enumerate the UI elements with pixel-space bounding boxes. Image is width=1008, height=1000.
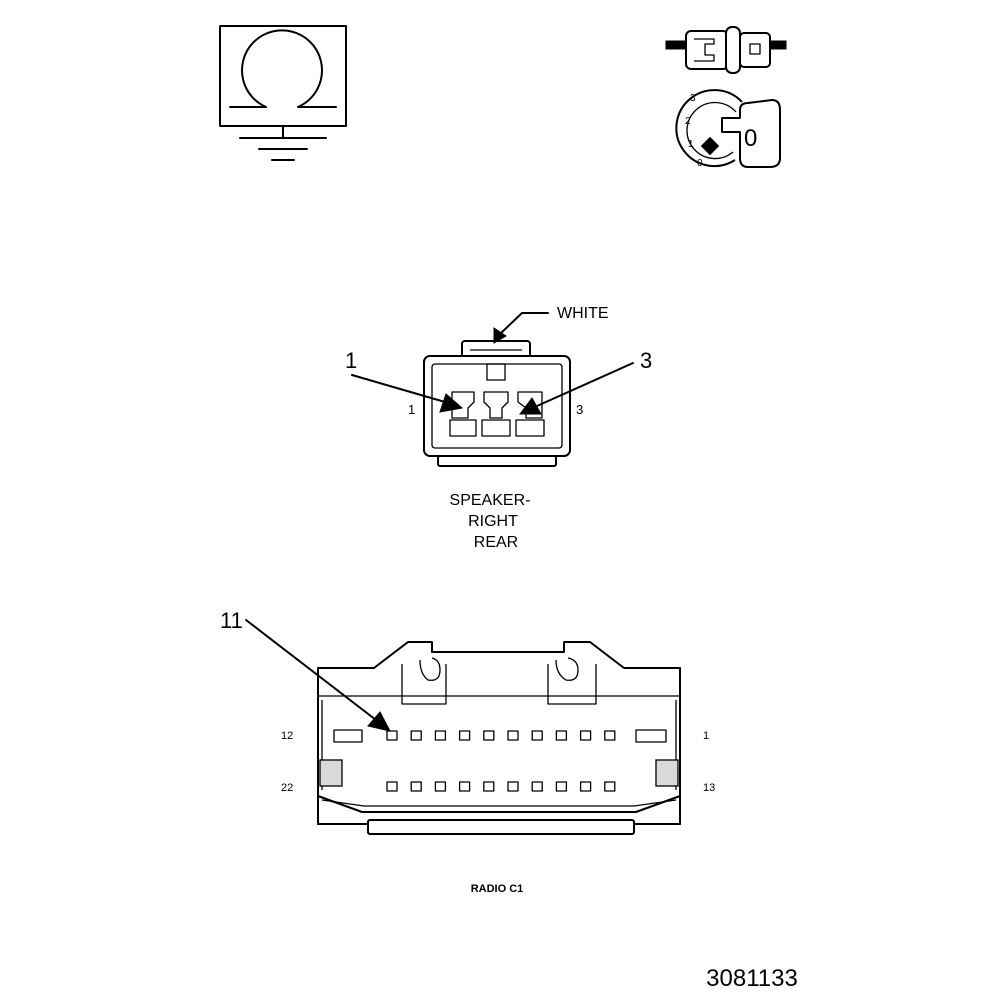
radio-pin-cavity bbox=[579, 730, 592, 741]
callout-1: 1 bbox=[345, 348, 464, 413]
callout-3: 3 bbox=[519, 348, 652, 415]
radio-pin-cavity bbox=[458, 781, 471, 792]
speaker-caption-line-3: REAR bbox=[474, 534, 518, 551]
ignition-key-label: 0 bbox=[744, 125, 757, 152]
ignition-position-3: 3 bbox=[690, 93, 696, 104]
radio-pin-cavity bbox=[604, 730, 616, 741]
speaker-connector: 1 3 bbox=[408, 340, 583, 467]
speaker-pin-1-label: 1 bbox=[408, 402, 415, 417]
radio-pin-cavity bbox=[531, 781, 543, 792]
ignition-position-0: 0 bbox=[697, 158, 703, 169]
speaker-caption-line-2: RIGHT bbox=[468, 513, 518, 530]
radio-pin-cavity bbox=[507, 730, 519, 741]
radio-pin-cavity bbox=[410, 730, 422, 741]
radio-pin-cavity bbox=[507, 781, 519, 792]
radio-pin-cavity bbox=[483, 781, 495, 792]
radio-pin-row-bottom bbox=[386, 781, 616, 792]
callout-3-label: 3 bbox=[640, 348, 652, 373]
figure-number: 3081133 bbox=[706, 965, 798, 992]
radio-pin-cavity bbox=[579, 781, 592, 792]
ignition-switch-icon: 3 2 1 0 0 bbox=[675, 89, 781, 169]
radio-pin-cavity bbox=[555, 730, 568, 741]
color-callout: WHITE bbox=[493, 305, 609, 344]
connector-plug-icon bbox=[665, 26, 787, 74]
callout-1-label: 1 bbox=[345, 348, 357, 373]
radio-connector: 12 1 22 13 bbox=[281, 641, 715, 835]
radio-caption: RADIO C1 bbox=[471, 883, 524, 895]
speaker-caption-line-1: SPEAKER- bbox=[450, 492, 531, 509]
ground-symbol-icon bbox=[219, 25, 347, 161]
radio-pin-cavity bbox=[458, 730, 471, 741]
radio-pin-13-label: 13 bbox=[703, 782, 715, 794]
radio-pin-cavity bbox=[386, 730, 398, 741]
radio-pin-cavity bbox=[410, 781, 422, 792]
connector-color-label: WHITE bbox=[557, 305, 609, 322]
radio-pin-12-label: 12 bbox=[281, 730, 293, 742]
radio-pin-cavity bbox=[386, 781, 398, 792]
radio-pin-cavity bbox=[434, 781, 447, 792]
ignition-position-2: 2 bbox=[685, 116, 691, 127]
radio-pin-cavity bbox=[483, 730, 495, 741]
callout-11: 11 bbox=[220, 608, 391, 732]
radio-pin-cavity bbox=[604, 781, 616, 792]
ignition-position-1: 1 bbox=[688, 139, 694, 150]
radio-pin-1-label: 1 bbox=[703, 730, 709, 742]
radio-pin-cavity bbox=[555, 781, 568, 792]
radio-pin-row-top bbox=[386, 730, 616, 741]
radio-pin-22-label: 22 bbox=[281, 782, 293, 794]
callout-11-label: 11 bbox=[220, 608, 243, 633]
radio-pin-cavity bbox=[434, 730, 447, 741]
radio-pin-cavity bbox=[531, 730, 543, 741]
speaker-pin-3-label: 3 bbox=[576, 402, 583, 417]
